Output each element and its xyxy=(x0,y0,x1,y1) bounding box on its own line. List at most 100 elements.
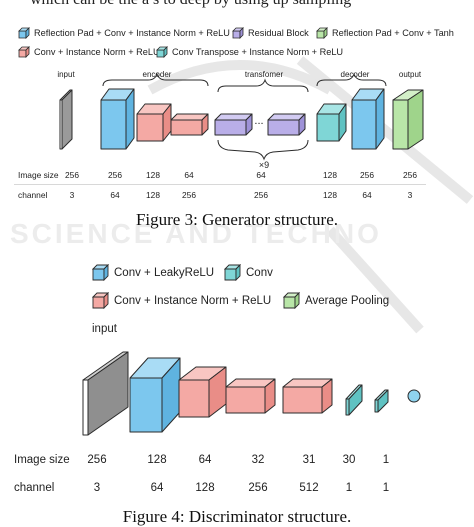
gen-label-decoder: decoder xyxy=(341,70,370,79)
disc-block-3 xyxy=(225,378,276,414)
disc-row-label-channel: channel xyxy=(14,482,55,494)
disc-legend-label-4: Average Pooling xyxy=(305,294,390,307)
disc-legend-item-2: Conv xyxy=(224,264,273,281)
red-cube-icon xyxy=(92,292,109,309)
disc-image-size-cell: 128 xyxy=(147,454,167,466)
disc-channel-cell: 64 xyxy=(150,482,164,494)
red-cube-icon xyxy=(18,46,30,58)
gen-row-label-channel: channel xyxy=(18,190,48,200)
gen-channel-cell: 3 xyxy=(407,190,413,200)
disc-channel-cell: 1 xyxy=(382,482,390,494)
gen-block-1 xyxy=(100,88,135,150)
top-cutoff-text: which can be the a s to deep by using up… xyxy=(30,0,450,9)
gen-block-6 xyxy=(316,103,347,142)
gen-image-size-cell: 256 xyxy=(65,170,79,180)
gen-legend-label-3: Reflection Pad + Conv + Tanh xyxy=(332,28,454,38)
disc-image-size-cell: 1 xyxy=(382,454,390,466)
disc-legend-item-1: Conv + LeakyReLU xyxy=(92,264,214,281)
gen-channel-cell: 64 xyxy=(362,190,372,200)
gen-channel-cell: 256 xyxy=(254,190,268,200)
gen-legend-label-1: Reflection Pad + Conv + Instance Norm + … xyxy=(34,28,230,38)
figure-3-caption: Figure 3: Generator structure. xyxy=(135,210,339,229)
disc-image-size-cell: 30 xyxy=(342,454,356,466)
generator-diagram: input encoder transfomer decoder output … xyxy=(57,70,424,170)
gen-label-transformer: transfomer xyxy=(245,70,284,79)
gen-image-size-cell: 256 xyxy=(360,170,374,180)
green-cube-icon xyxy=(316,27,328,39)
transformer-brace xyxy=(217,78,309,93)
disc-image-size-cell: 64 xyxy=(198,454,212,466)
disc-legend-label-3: Conv + Instance Norm + ReLU xyxy=(114,294,272,307)
disc-block-5 xyxy=(345,384,363,416)
gen-image-size-cell: 256 xyxy=(108,170,122,180)
gen-block-7 xyxy=(351,88,385,150)
disc-image-size-cell: 31 xyxy=(302,454,316,466)
disc-block-2 xyxy=(178,366,227,418)
disc-block-1 xyxy=(129,357,181,433)
disc-channel-cell: 3 xyxy=(93,482,101,494)
encoder-brace xyxy=(102,72,209,87)
gen-block-res-first xyxy=(214,113,253,136)
gen-legend-item-3: Reflection Pad + Conv + Tanh xyxy=(316,27,454,39)
gen-legend-item-1: Reflection Pad + Conv + Instance Norm + … xyxy=(18,27,230,39)
gen-block-res-last xyxy=(267,113,306,136)
disc-row-label-image-size: Image size xyxy=(14,454,70,466)
gen-row-label-image-size: Image size xyxy=(18,170,59,180)
gen-legend-item-4: Conv + Instance Norm + ReLU xyxy=(18,46,160,58)
gen-image-size-cell: 256 xyxy=(403,170,417,180)
disc-legend-label-1: Conv + LeakyReLU xyxy=(114,266,215,279)
disc-input-slab xyxy=(82,351,129,436)
disc-channel-cell: 1 xyxy=(345,482,353,494)
gen-legend-label-5: Conv Transpose + Instance Norm + ReLU xyxy=(172,47,344,57)
disc-channel-cell: 256 xyxy=(248,482,268,494)
disc-image-size-cell: 256 xyxy=(87,454,107,466)
gen-channel-cell: 128 xyxy=(146,190,160,200)
disc-block-7 xyxy=(407,389,421,403)
decoder-brace xyxy=(316,72,387,87)
gen-label-input: input xyxy=(57,70,75,79)
disc-block-6 xyxy=(374,389,389,413)
figure-4-caption: Figure 4: Discriminator structure. xyxy=(122,507,352,526)
disc-block-4 xyxy=(282,378,333,414)
discriminator-diagram xyxy=(82,351,421,436)
gen-channel-row: 3 64 128 256 256 128 64 3 xyxy=(0,190,474,202)
gen-image-size-row: 256 256 128 64 64 128 256 256 xyxy=(0,170,474,182)
disc-channel-cell: 512 xyxy=(299,482,319,494)
gen-legend-label-2: Residual Block xyxy=(248,28,309,38)
gen-input-slab xyxy=(59,89,73,150)
repeat-brace xyxy=(217,139,309,161)
gen-channel-cell: 64 xyxy=(110,190,120,200)
gen-image-size-cell: 64 xyxy=(184,170,194,180)
gen-block-2 xyxy=(136,103,172,142)
gen-channel-cell: 256 xyxy=(182,190,196,200)
purple-cube-icon xyxy=(232,27,244,39)
disc-input-label: input xyxy=(92,323,117,335)
gen-image-size-cell: 128 xyxy=(146,170,160,180)
green-cube-icon xyxy=(283,292,300,309)
disc-image-size-row: 256 128 64 32 31 30 1 xyxy=(0,454,474,468)
gen-channel-cell: 3 xyxy=(69,190,75,200)
teal-cube-icon xyxy=(224,264,241,281)
gen-image-size-cell: 64 xyxy=(256,170,266,180)
gen-image-size-cell: 128 xyxy=(323,170,337,180)
disc-legend-item-3: Conv + Instance Norm + ReLU xyxy=(92,292,271,309)
blue-cube-icon xyxy=(92,264,109,281)
gen-label-encoder: encoder xyxy=(143,70,172,79)
teal-cube-icon xyxy=(156,46,168,58)
gen-channel-cell: 128 xyxy=(323,190,337,200)
gen-legend-label-4: Conv + Instance Norm + ReLU xyxy=(34,47,160,57)
blue-cube-icon xyxy=(18,27,30,39)
disc-legend-label-2: Conv xyxy=(246,266,273,279)
disc-channel-cell: 128 xyxy=(195,482,215,494)
gen-block-3 xyxy=(170,113,209,136)
gen-label-output: output xyxy=(399,70,422,79)
gen-legend-item-2: Residual Block xyxy=(232,27,309,39)
disc-image-size-cell: 32 xyxy=(251,454,265,466)
gen-table-divider xyxy=(14,184,426,185)
gen-dots: ... xyxy=(254,115,263,127)
disc-legend-item-4: Average Pooling xyxy=(283,292,389,309)
disc-channel-row: 3 64 128 256 512 1 1 xyxy=(0,482,474,496)
gen-output-slab xyxy=(392,89,424,150)
gen-repeat-label: ×9 xyxy=(259,160,269,170)
gen-legend-item-5: Conv Transpose + Instance Norm + ReLU xyxy=(156,46,343,58)
